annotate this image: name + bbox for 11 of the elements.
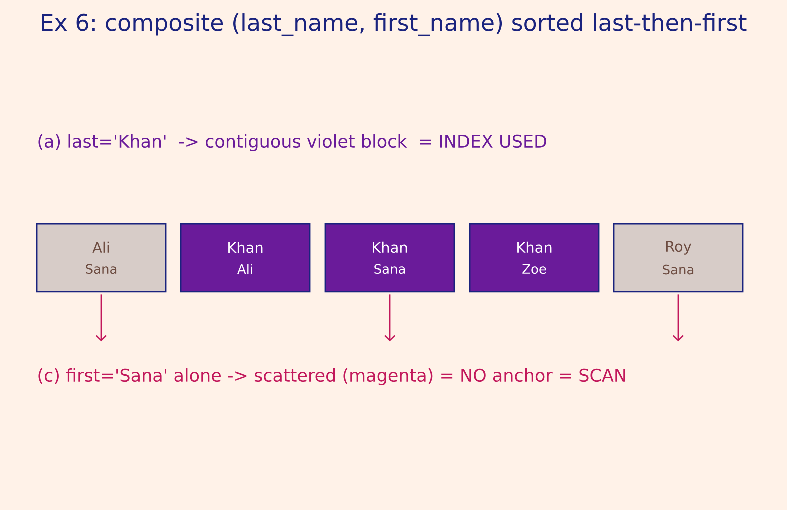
arrow — [673, 294, 684, 342]
record-box: Roy Sana — [613, 223, 744, 293]
arrow — [384, 294, 396, 342]
record-box: Khan Zoe — [469, 223, 600, 293]
title: Ex 6: composite (last_name, first_name) sorted last-then-first — [42, 14, 747, 36]
note: (c) first='Sana' alone -> scattered (magenta) = NO anchor = SCAN — [38, 368, 626, 386]
record-box: Ali Sana — [36, 223, 167, 293]
record-box: Khan Sana — [324, 223, 456, 293]
arrow — [96, 294, 107, 342]
note: (a) last='Khan' -> contiguous violet block = INDEX USED — [38, 134, 546, 152]
record-box: Khan Ali — [180, 223, 311, 293]
